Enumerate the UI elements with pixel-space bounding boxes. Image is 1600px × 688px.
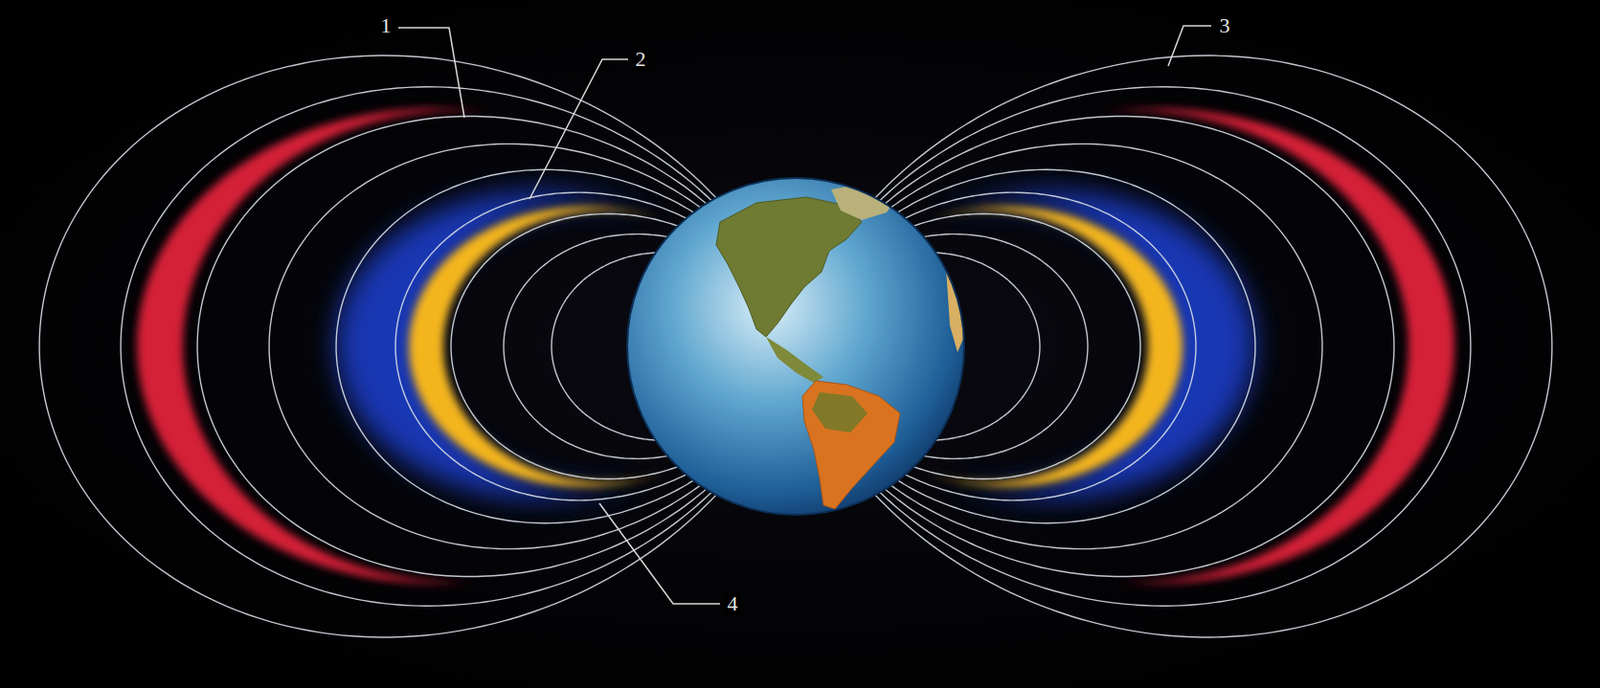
- greenland: [831, 181, 899, 221]
- callout-number: 2: [632, 47, 650, 71]
- earth: [627, 178, 970, 516]
- leader-lines: [398, 25, 1212, 605]
- leader-line: [599, 503, 721, 605]
- belts: [136, 108, 1455, 584]
- earth-rim: [627, 178, 965, 516]
- leader-line: [398, 27, 465, 118]
- callout-number: 1: [378, 14, 395, 38]
- field-lines: [39, 55, 1553, 638]
- field-line: [39, 55, 717, 638]
- field-line: [879, 87, 1471, 608]
- leader-line: [1168, 25, 1212, 67]
- callout-number: 4: [724, 592, 742, 616]
- north-america: [716, 197, 862, 338]
- callout-number: 3: [1216, 14, 1234, 38]
- earth-globe: [627, 178, 965, 516]
- central-america: [766, 337, 824, 384]
- field-line: [875, 55, 1553, 638]
- field-line: [120, 87, 712, 608]
- leader-line: [529, 59, 629, 200]
- south-america-forest: [811, 392, 868, 433]
- africa-edge: [946, 268, 970, 353]
